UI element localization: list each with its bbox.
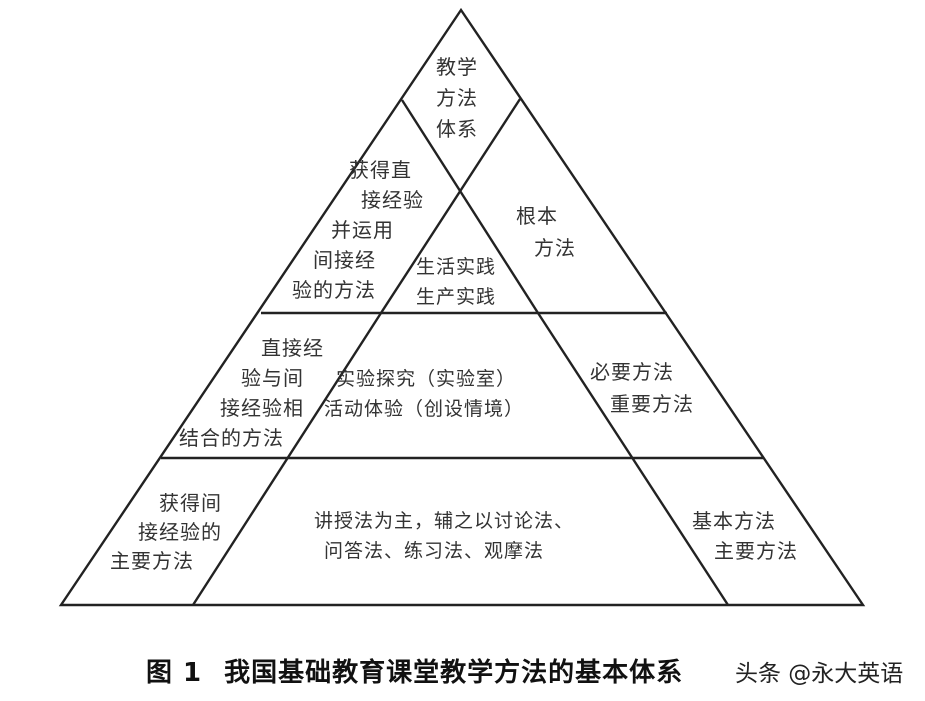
tier3-left-label: 获得间 接经验的 主要方法 (110, 491, 222, 573)
watermark: 头条 @永大英语 (735, 661, 904, 687)
tier1-left-label: 获得直 接经验 并运用 间接经 验的方法 (292, 158, 424, 302)
apex-label: 教学 方法 体系 (436, 55, 478, 141)
figure-caption: 图 1 我国基础教育课堂教学方法的基本体系 (146, 652, 683, 689)
figure-title: 我国基础教育课堂教学方法的基本体系 (224, 658, 684, 688)
tier1-right-label: 根本 方法 (516, 204, 576, 260)
diagonal-right-down (379, 98, 522, 314)
tier1-center-label: 生活实践 生产实践 (416, 256, 497, 308)
tier2-right-label: 必要方法 重要方法 (590, 360, 694, 416)
divider-right (536, 312, 730, 606)
diagonal-left-down (400, 99, 540, 314)
tier3-center-label: 讲授法为主，辅之以讨论法、 问答法、练习法、观摩法 (314, 510, 575, 562)
figure-number: 图 1 (146, 658, 203, 688)
tier3-right-label: 基本方法 主要方法 (692, 509, 798, 563)
tier2-left-label: 直接经 验与间 接经验相 结合的方法 (179, 336, 324, 450)
pyramid-outline (58, 7, 866, 607)
divider-left (191, 312, 383, 606)
tier2-center-label: 实验探究（实验室） 活动体验（创设情境） (324, 368, 525, 420)
